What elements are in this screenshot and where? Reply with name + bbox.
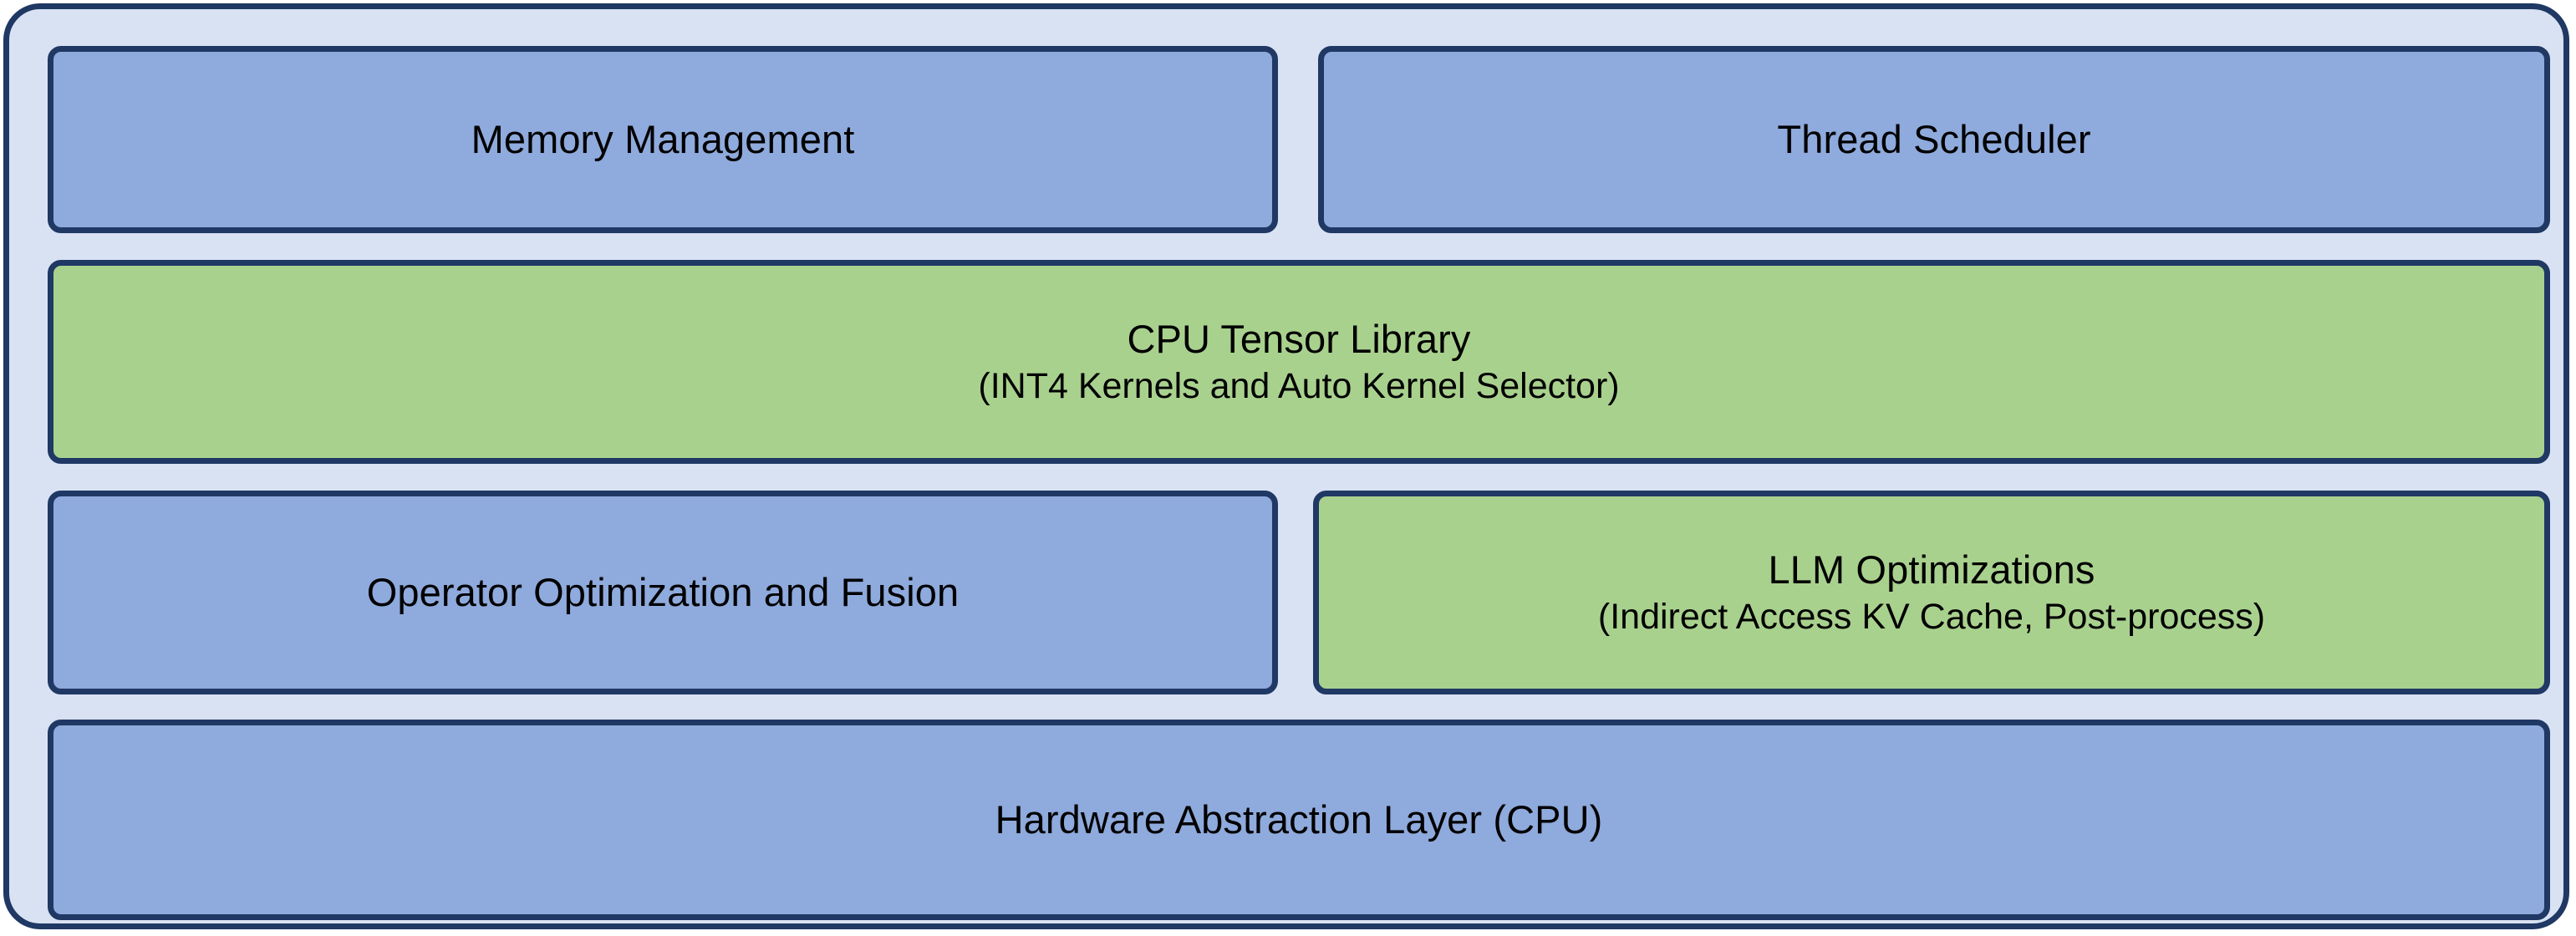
layer-box-title: Hardware Abstraction Layer (CPU) (995, 796, 1603, 842)
layer-box-hardware-abstraction-layer[interactable]: Hardware Abstraction Layer (CPU) (48, 720, 2550, 920)
layer-box-title: Operator Optimization and Fusion (366, 569, 960, 614)
layer-box-title: LLM Optimizations (1768, 547, 2095, 592)
layer-box-title: CPU Tensor Library (1127, 316, 1471, 361)
layer-box-title: Thread Scheduler (1777, 116, 2091, 161)
layer-box-llm-optimizations[interactable]: LLM Optimizations (Indirect Access KV Ca… (1313, 491, 2550, 694)
layer-box-memory-management[interactable]: Memory Management (48, 46, 1278, 233)
layer-box-subtitle: (Indirect Access KV Cache, Post-process) (1597, 597, 2266, 638)
layer-box-thread-scheduler[interactable]: Thread Scheduler (1318, 46, 2550, 233)
diagram-outer-frame: Memory Management Thread Scheduler CPU T… (3, 3, 2569, 929)
layer-box-title: Memory Management (471, 116, 855, 161)
layer-box-cpu-tensor-library[interactable]: CPU Tensor Library (INT4 Kernels and Aut… (48, 260, 2550, 464)
layer-box-operator-optimization-and-fusion[interactable]: Operator Optimization and Fusion (48, 491, 1278, 694)
layer-box-subtitle: (INT4 Kernels and Auto Kernel Selector) (978, 366, 1620, 407)
